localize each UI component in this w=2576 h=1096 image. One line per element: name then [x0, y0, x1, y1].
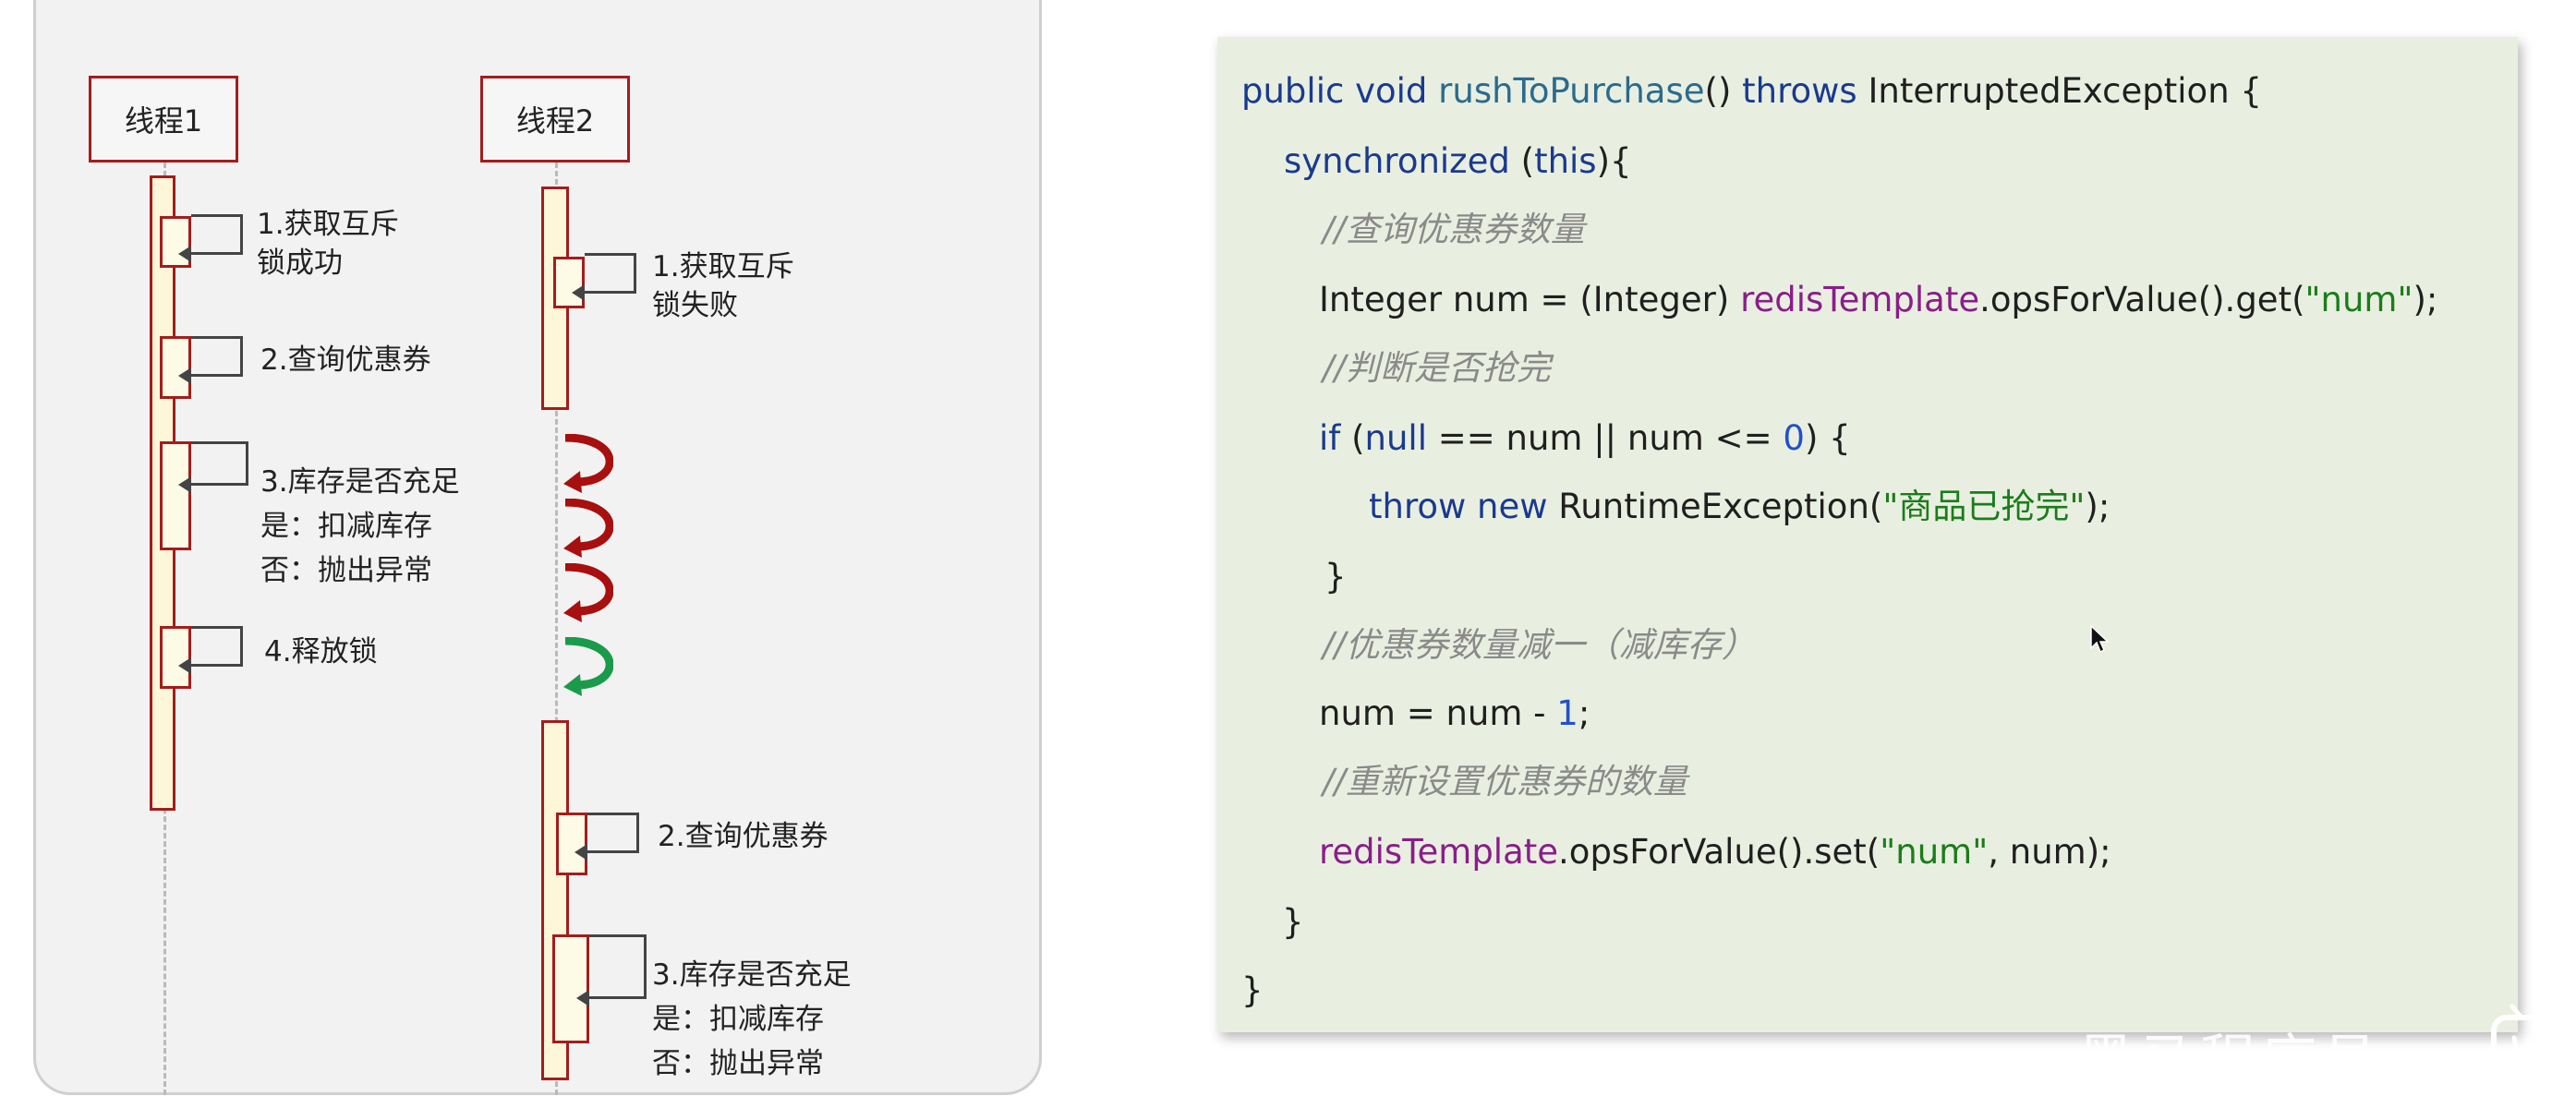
thread1-step2-text: 2.查询优惠券 [260, 343, 431, 377]
code-keyword: synchronized [1284, 141, 1521, 181]
code-string: "商品已抢完" [1882, 487, 2086, 526]
code-line-4: Integer num = (Integer) redisTemplate.op… [1319, 277, 2437, 323]
code-comment-4: //重新设置优惠券的数量 [1323, 762, 1687, 801]
code-comment-1: //查询优惠券数量 [1323, 210, 1585, 249]
code-text: ; [1578, 693, 1590, 733]
thread2-step2-arrow [574, 813, 639, 861]
diagram-panel [33, 0, 1042, 1095]
code-text: ( [1520, 141, 1535, 181]
mouse-cursor-icon [2090, 624, 2110, 654]
code-text: ){ [1596, 141, 1632, 181]
code-text: == num || num <= [1426, 418, 1784, 458]
code-line-12: redisTemplate.opsForValue().set("num", n… [1319, 829, 2111, 875]
code-string: "num" [2304, 280, 2413, 319]
thread2-title: 线程2 [515, 103, 595, 139]
code-text: ( [1351, 418, 1365, 458]
code-field: redisTemplate [1740, 280, 1980, 319]
code-text: ) { [1804, 418, 1851, 458]
thread1-step3-text: 3.库存是否充足 是：扣减库存 否：抛出异常 [260, 465, 460, 587]
code-string: "num" [1880, 832, 1989, 872]
code-line-1: public void rushToPurchase() throws Inte… [1241, 68, 2262, 114]
code-field: redisTemplate [1319, 832, 1559, 872]
code-text: Integer num = (Integer) [1319, 280, 1741, 319]
thread2-lifeline [555, 163, 558, 1095]
thread1-step1-arrow [178, 214, 243, 262]
code-keyword: throws [1742, 71, 1869, 111]
code-text: ); [2413, 280, 2438, 319]
watermark-text: 黑马程序员 [2078, 1029, 2383, 1093]
code-text: .opsForValue().set( [1558, 832, 1881, 872]
thread1-step3-arrow [178, 441, 248, 493]
code-line-10: num = num - 1; [1319, 691, 1590, 737]
code-line-8: } [1324, 557, 1347, 596]
code-keyword: this [1534, 141, 1597, 181]
code-number: 0 [1783, 418, 1805, 458]
thread2-step3-activation [552, 934, 589, 1043]
thread2-step3-text: 3.库存是否充足 是：扣减库存 否：抛出异常 [652, 958, 852, 1080]
code-keyword: throw new [1369, 487, 1559, 526]
code-keyword: null [1364, 418, 1427, 458]
green-success-curl-icon [563, 637, 613, 696]
thread2-step3-arrow [576, 934, 647, 1006]
thread2-step1-activation [553, 257, 585, 308]
code-text: RuntimeException( [1558, 487, 1883, 526]
thread1-step4-text: 4.释放锁 [264, 635, 378, 668]
code-text: () [1704, 71, 1743, 111]
code-comment-2: //判断是否抢完 [1323, 348, 1551, 388]
code-line-7: throw new RuntimeException("商品已抢完"); [1369, 484, 2110, 530]
code-text: InterruptedException { [1868, 71, 2262, 111]
thread1-header: 线程1 [89, 76, 238, 163]
thread1-title: 线程1 [124, 103, 203, 139]
red-retry-curl-icon [563, 434, 613, 493]
code-method: rushToPurchase [1438, 71, 1705, 111]
bilibili-tv-icon [2491, 1004, 2565, 1074]
code-keyword: if [1319, 418, 1352, 458]
code-text: .opsForValue().get( [1979, 280, 2305, 319]
code-panel [1217, 37, 2518, 1032]
code-comment-3: //优惠券数量减一（减库存） [1323, 625, 1756, 665]
code-line-2: synchronized (this){ [1284, 139, 1632, 185]
code-keyword: public void [1241, 71, 1439, 111]
code-line-14: } [1241, 970, 1264, 1010]
code-line-13: } [1282, 902, 1304, 942]
thread2-step2-text: 2.查询优惠券 [658, 820, 828, 853]
red-retry-curl-icon [563, 499, 613, 558]
code-line-6: if (null == num || num <= 0) { [1319, 416, 1851, 462]
thread1-step1-text: 1.获取互斥 锁成功 [257, 208, 399, 280]
thread1-step3-activation [160, 441, 191, 550]
thread2-header: 线程2 [480, 76, 630, 163]
code-text: num = num - [1319, 693, 1557, 733]
thread1-step4-arrow [178, 626, 243, 674]
code-text: , num); [1988, 832, 2111, 872]
code-text: ); [2085, 487, 2110, 526]
code-number: 1 [1556, 693, 1578, 733]
thread1-step2-arrow [178, 336, 243, 384]
thread2-step1-arrow [572, 253, 636, 301]
red-retry-curl-icon [563, 563, 613, 622]
thread2-step1-text: 1.获取互斥 锁失败 [652, 250, 794, 322]
